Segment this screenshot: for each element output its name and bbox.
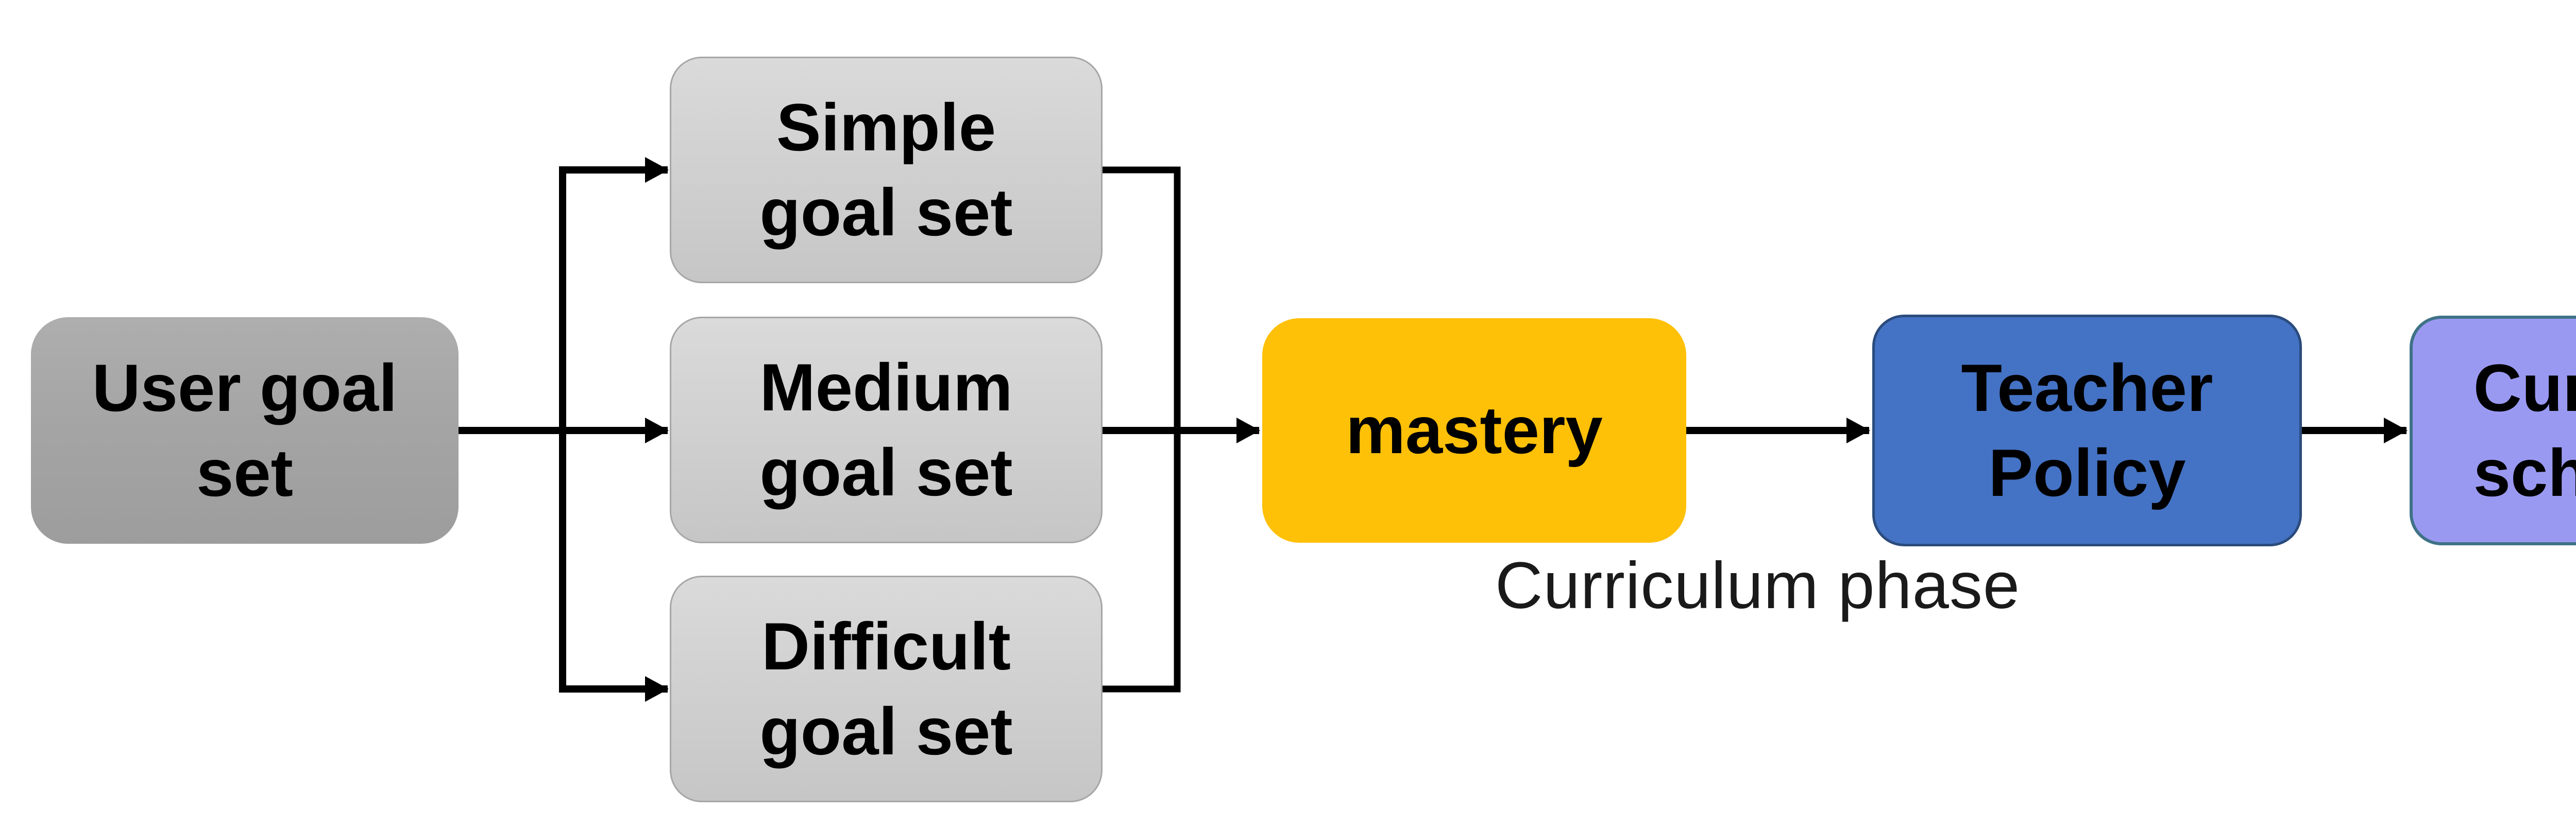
- node-difficult-goal-set: Difficult goal set: [670, 576, 1103, 802]
- node-medium-goal-set-label: Medium goal set: [759, 345, 1012, 515]
- label-line: goal set: [759, 435, 1013, 510]
- node-curriculum-schedule-label: Curriculum schedule C: [2473, 346, 2576, 515]
- curriculum-phase-caption: Curriculum phase: [1495, 549, 2021, 623]
- label-line: Curriculum: [2473, 350, 2576, 425]
- label-line: Teacher: [1961, 350, 2213, 425]
- node-mastery-label: mastery: [1346, 388, 1603, 473]
- node-user-goal-set-label: User goal set: [92, 346, 397, 515]
- node-simple-goal-set-label: Simple goal set: [759, 85, 1012, 255]
- label-line: goal set: [759, 694, 1013, 769]
- label-line: goal set: [759, 175, 1013, 250]
- label-line: User goal: [92, 350, 398, 425]
- label-line: Medium: [759, 349, 1013, 425]
- label-line: set: [196, 435, 293, 510]
- label-line: schedule C: [2473, 435, 2576, 510]
- label-line: Difficult: [761, 608, 1011, 684]
- node-mastery: mastery: [1262, 318, 1686, 543]
- node-simple-goal-set: Simple goal set: [670, 57, 1103, 283]
- node-teacher-policy: Teacher Policy: [1872, 315, 2302, 546]
- node-curriculum-schedule: Curriculum schedule C: [2410, 316, 2576, 545]
- label-line: Policy: [1988, 435, 2186, 510]
- node-teacher-policy-label: Teacher Policy: [1961, 346, 2213, 515]
- label-line: mastery: [1346, 392, 1603, 468]
- node-user-goal-set: User goal set: [31, 317, 459, 544]
- label-line: Simple: [776, 89, 996, 165]
- node-medium-goal-set: Medium goal set: [670, 317, 1103, 543]
- node-difficult-goal-set-label: Difficult goal set: [759, 604, 1012, 774]
